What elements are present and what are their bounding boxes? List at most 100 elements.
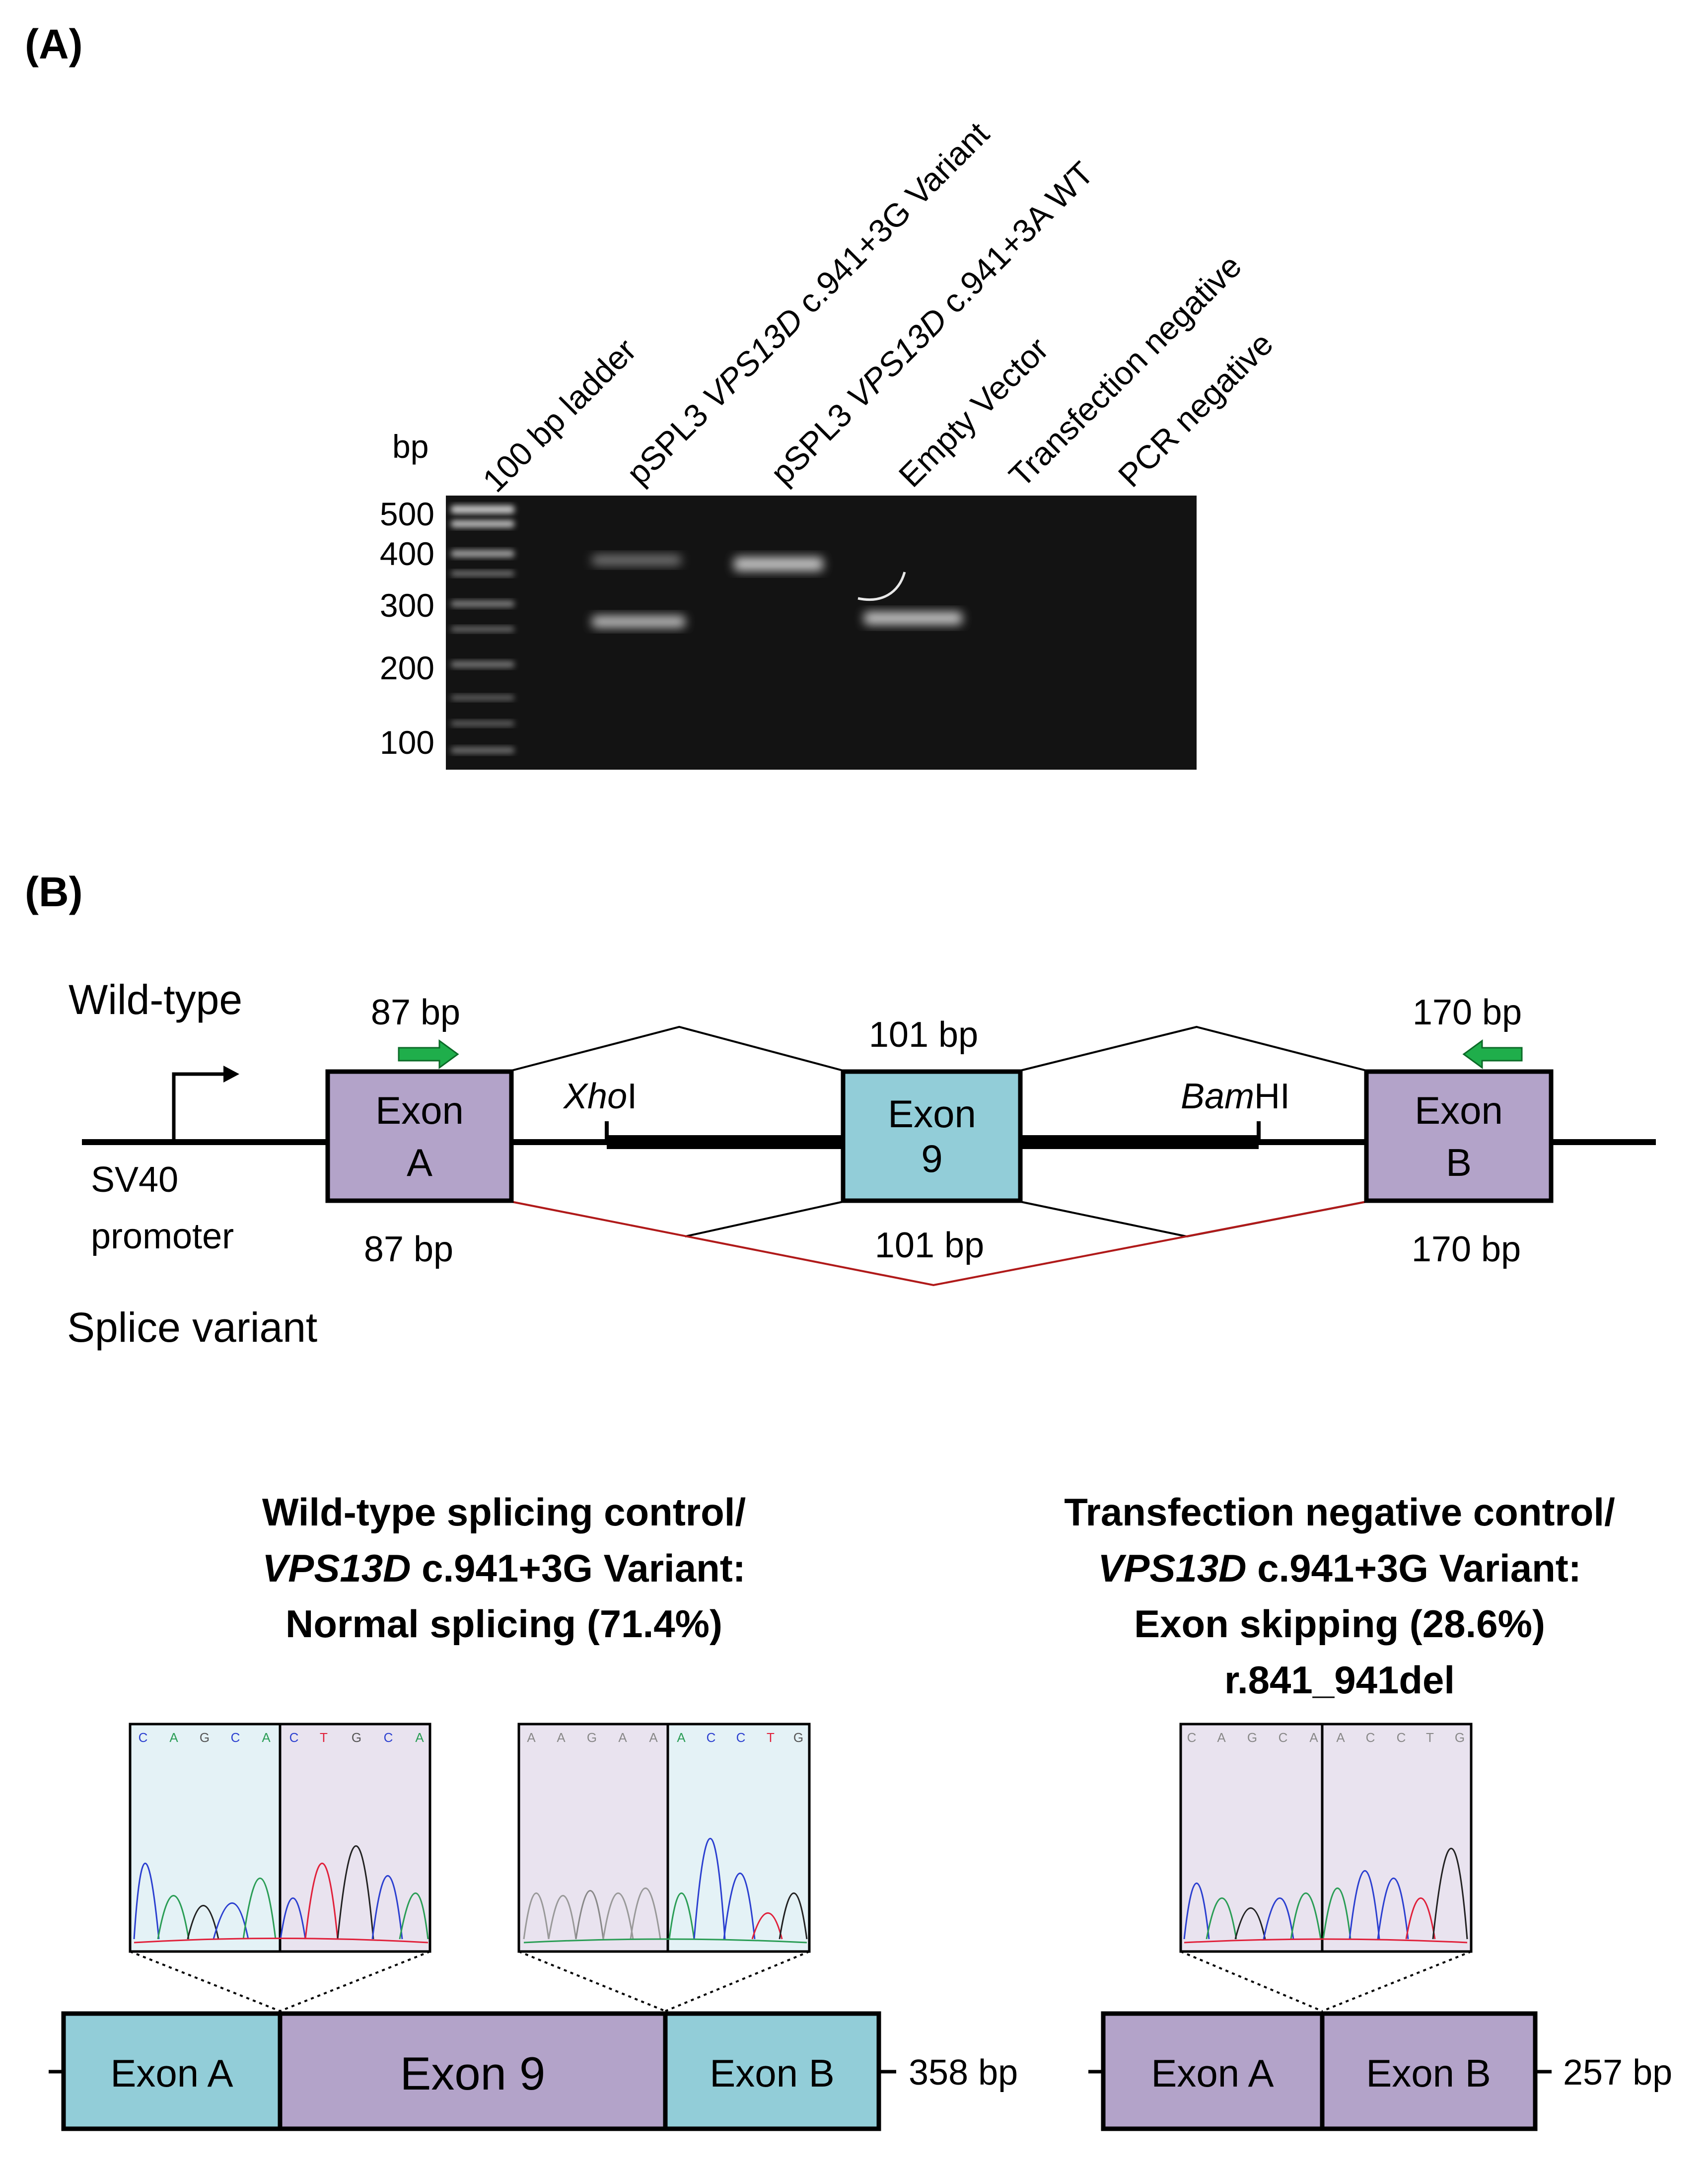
lane-label-ladder: 100 bp ladder: [476, 331, 643, 499]
exon-b-size-bottom: 170 bp: [1412, 1229, 1521, 1269]
exon-a-size-bottom: 87 bp: [364, 1229, 453, 1269]
base-l2-8: C: [736, 1730, 746, 1745]
base-l2-6: A: [677, 1730, 686, 1745]
promoter-arrow-icon: [172, 1066, 239, 1142]
base-l2-2: A: [557, 1730, 566, 1745]
base-r-7: C: [1366, 1730, 1375, 1745]
exon-a-box: [325, 1069, 514, 1203]
variant-splice-line-left: [685, 1201, 844, 1237]
base-r-4: C: [1279, 1730, 1288, 1745]
base-l1-2: A: [169, 1730, 178, 1745]
panel-a-label: (A): [25, 21, 83, 68]
chromatogram-guides: [130, 1951, 1472, 2012]
sample-bands: [592, 555, 962, 628]
exon-9-label-line1: Exon: [888, 1092, 976, 1136]
exon-a-label-line1: Exon: [375, 1088, 464, 1132]
right-transcript-size: 257 bp: [1563, 2053, 1672, 2093]
exon-b-label-line2: B: [1446, 1141, 1472, 1184]
base-l2-5: A: [649, 1730, 658, 1745]
lane-labels: 100 bp ladder pSPL3 VPS13D c.941+3G Vari…: [476, 115, 1280, 499]
exon-9-box: [841, 1069, 1023, 1203]
left-bar-exon-b: [663, 2011, 881, 2131]
base-l1-9: C: [384, 1730, 393, 1745]
left-title-line1: Wild-type splicing control/: [262, 1490, 746, 1534]
exon-b-size-top: 170 bp: [1413, 993, 1522, 1032]
ladder-mark-100: 100: [380, 724, 434, 761]
exon-9-size-top: 101 bp: [869, 1015, 978, 1055]
left-bar-exon-b-label: Exon B: [710, 2051, 834, 2095]
base-r-2: A: [1217, 1730, 1226, 1745]
right-bar-exon-b: [1320, 2011, 1538, 2131]
base-r-8: C: [1397, 1730, 1406, 1745]
chromatogram-left-2-bases: A A G A A A C C T G: [527, 1730, 803, 1745]
bamhi-label: BamHI: [1181, 1077, 1290, 1116]
ladder-bands: [451, 506, 514, 753]
gel-background: [446, 496, 1197, 770]
ladder-mark-400: 400: [380, 535, 434, 572]
base-r-6: A: [1336, 1730, 1345, 1745]
bp-axis-title: bp: [392, 428, 428, 465]
base-l2-3: G: [587, 1730, 597, 1745]
wildtype-label: Wild-type: [69, 976, 242, 1023]
gel-artifact-fiber: [857, 572, 906, 601]
chromatogram-left-1: C A G C A C T G C A: [129, 1723, 431, 1953]
wt-splice-junction-left: [511, 1025, 844, 1072]
ladder-mark-300: 300: [380, 587, 434, 624]
gel-image: [446, 496, 1197, 770]
base-r-3: G: [1247, 1730, 1257, 1745]
exon-a-label-line2: A: [407, 1141, 432, 1184]
base-l2-4: A: [618, 1730, 627, 1745]
base-r-10: G: [1455, 1730, 1465, 1745]
base-l1-1: C: [139, 1730, 148, 1745]
left-title-line3: Normal splicing (71.4%): [285, 1602, 722, 1646]
forward-primer-arrow-icon: [398, 1039, 459, 1069]
right-title-line4: r.841_941del: [1224, 1658, 1455, 1702]
base-l2-10: G: [793, 1730, 803, 1745]
base-l1-8: G: [352, 1730, 361, 1745]
base-l1-5: A: [262, 1730, 271, 1745]
right-title-line1: Transfection negative control/: [1064, 1490, 1615, 1534]
xhoi-label: XhoI: [563, 1077, 637, 1116]
exon-9-size-bottom: 101 bp: [875, 1226, 984, 1265]
exon-skip-line: [511, 1201, 1367, 1287]
promoter-label-line1: SV40: [91, 1160, 178, 1200]
right-title-line3: Exon skipping (28.6%): [1134, 1602, 1545, 1646]
reverse-primer-arrow-icon: [1462, 1039, 1523, 1069]
base-l1-6: C: [289, 1730, 299, 1745]
ladder-mark-200: 200: [380, 650, 434, 686]
left-bar-exon-9: [278, 2011, 668, 2131]
base-l1-10: A: [415, 1730, 424, 1745]
exon-a-size-top: 87 bp: [371, 993, 460, 1032]
exon-9-label-line2: 9: [921, 1137, 942, 1180]
variant-splice-line-right: [1020, 1201, 1187, 1237]
left-transcript-size: 358 bp: [909, 2053, 1018, 2093]
base-l2-7: C: [707, 1730, 716, 1745]
right-title-line2: VPS13D c.941+3G Variant:: [1098, 1546, 1581, 1590]
base-r-1: C: [1187, 1730, 1197, 1745]
right-bar-exon-b-label: Exon B: [1366, 2051, 1491, 2095]
ladder-mark-500: 500: [380, 496, 434, 532]
base-l1-7: T: [320, 1730, 328, 1745]
panel-b-label: (B): [25, 868, 83, 915]
base-l1-3: G: [200, 1730, 210, 1745]
promoter-label-line2: promoter: [91, 1217, 234, 1256]
left-title-line2: VPS13D c.941+3G Variant:: [262, 1546, 745, 1590]
base-l2-1: A: [527, 1730, 536, 1745]
chromatogram-right-bases: C A G C A A C C T G: [1187, 1730, 1465, 1745]
base-l2-9: T: [767, 1730, 775, 1745]
chromatogram-left-1-bases: C A G C A C T G C A: [139, 1730, 425, 1745]
intron-thick-left: [607, 1135, 843, 1149]
base-l1-4: C: [231, 1730, 240, 1745]
right-bar-exon-a-label: Exon A: [1151, 2051, 1274, 2095]
base-r-5: A: [1309, 1730, 1318, 1745]
left-bar-exon-a: [61, 2011, 283, 2131]
ladder-size-labels: 500 400 300 200 100: [380, 496, 434, 761]
left-bar-exon-9-label: Exon 9: [400, 2047, 546, 2099]
exon-b-label-line1: Exon: [1415, 1088, 1503, 1132]
left-bar-exon-a-label: Exon A: [110, 2051, 233, 2095]
intron-thick-right: [1020, 1135, 1259, 1149]
wt-splice-junction-right: [1020, 1025, 1367, 1072]
splice-variant-label: Splice variant: [67, 1304, 317, 1351]
exon-b-box: [1364, 1069, 1554, 1203]
